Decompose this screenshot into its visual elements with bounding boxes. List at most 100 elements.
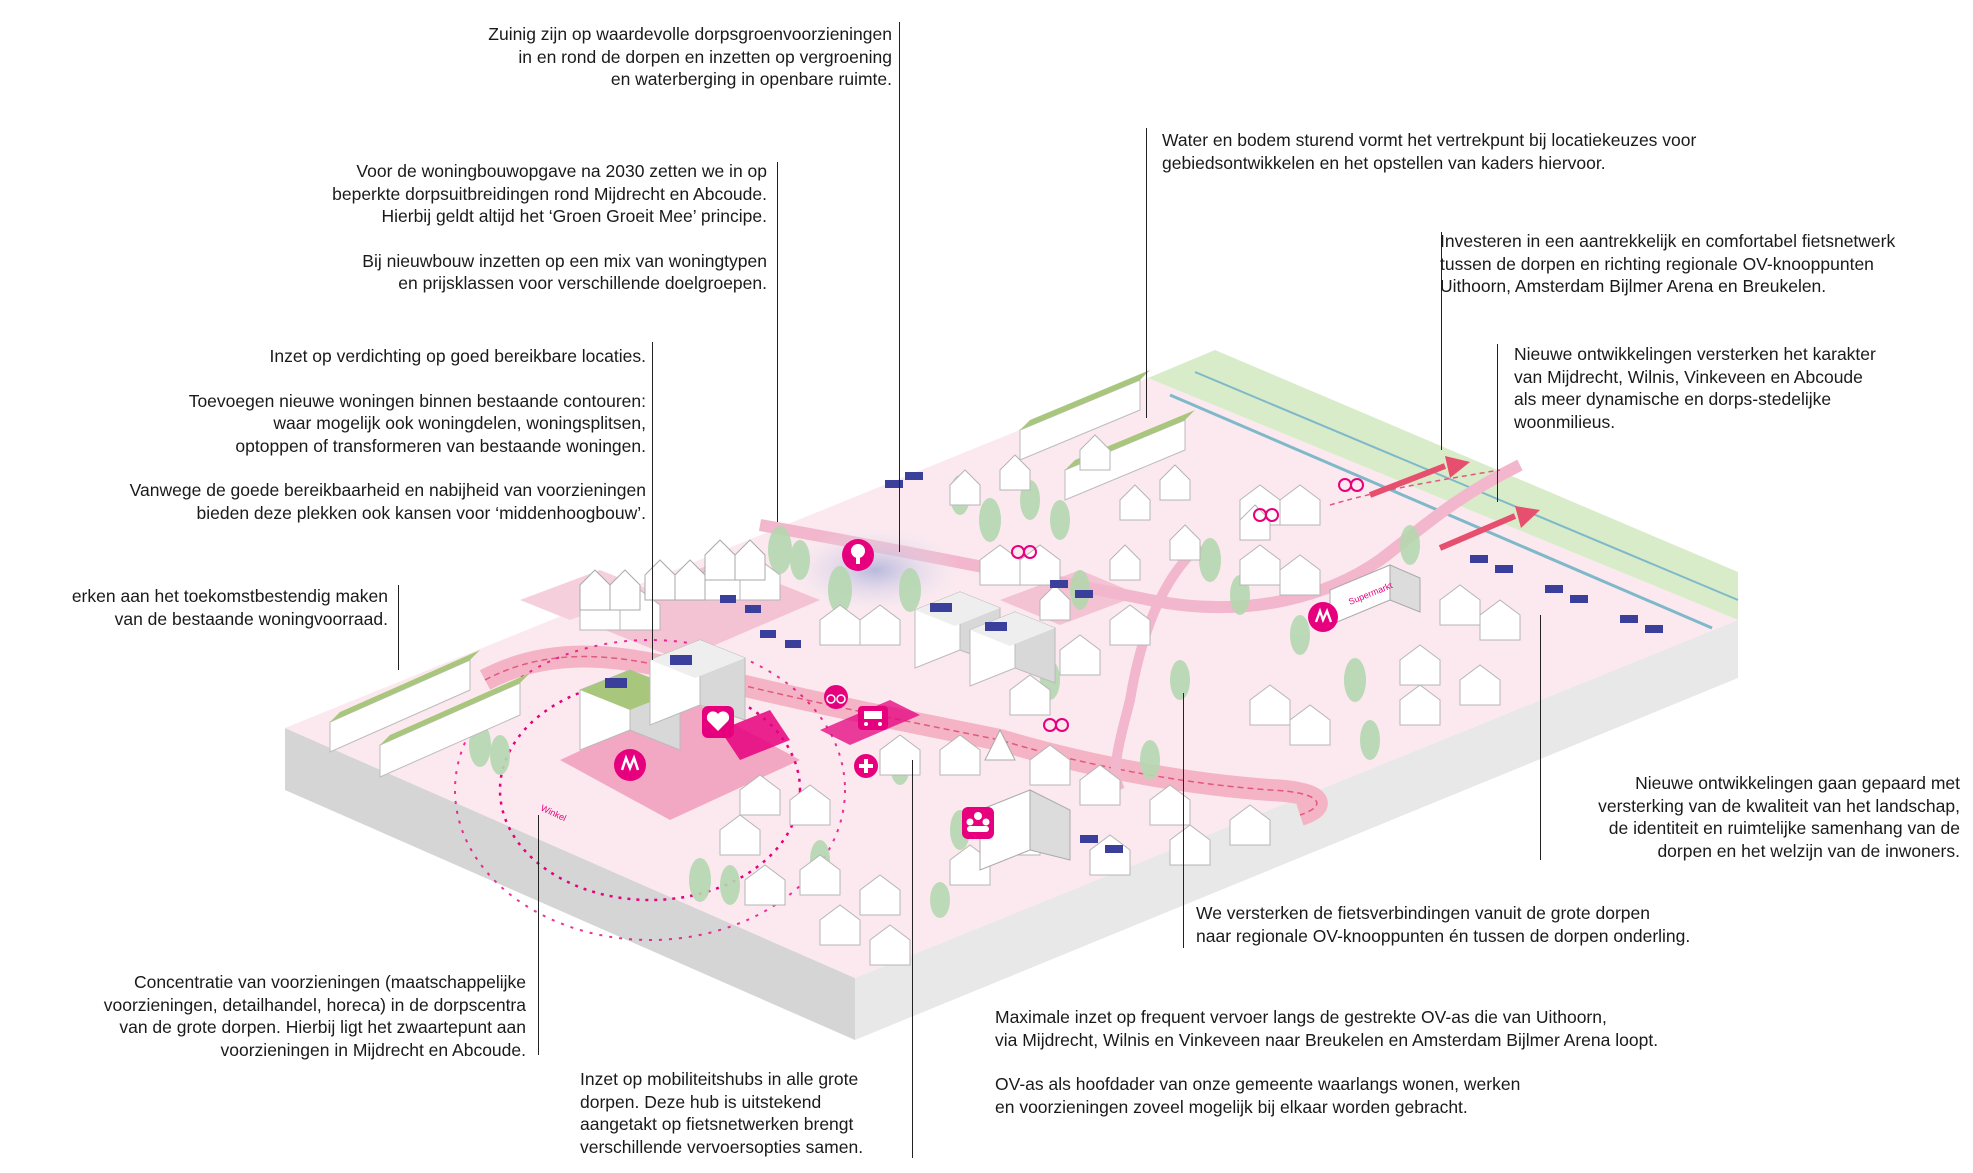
annotation-ov-axis: Maximale inzet op frequent vervoer langs…	[995, 1006, 1658, 1118]
annotation-line: Inzet op mobiliteitshubs in alle grote	[580, 1069, 859, 1089]
building-midrise	[969, 611, 1056, 687]
leader-line	[652, 342, 654, 660]
leader-line	[1183, 693, 1185, 948]
leader-line	[538, 815, 540, 1055]
bike-icon	[1043, 718, 1069, 732]
annotation-future-proof: erken aan het toekomstbestendig maken va…	[72, 585, 388, 630]
annotation-line: woonmilieus.	[1514, 411, 1616, 432]
annotation-line: Uithoorn, Amsterdam Bijlmer Arena en Bre…	[1440, 276, 1827, 297]
annotation-line: Toevoegen nieuwe woningen binnen bestaan…	[188, 390, 646, 411]
annotation-line: We versterken de fietsverbindingen vanui…	[1196, 903, 1650, 923]
leader-line	[1441, 232, 1443, 450]
bike-icon	[1253, 508, 1279, 522]
leader-line	[398, 585, 400, 670]
annotation-densification: Inzet op verdichting op goed bereikbare …	[130, 345, 646, 525]
annotation-line: van Mijdrecht, Wilnis, Vinkeveen en Abco…	[1514, 366, 1863, 387]
annotation-line: via Mijdrecht, Wilnis en Vinkeveen naar …	[995, 1029, 1659, 1050]
annotation-line: voorzieningen, detailhandel, horeca) in …	[103, 994, 526, 1015]
annotation-housing-2030: Voor de woningbouwopgave na 2030 zetten …	[332, 160, 767, 295]
annotation-line: Water en bodem sturend vormt het vertrek…	[1162, 130, 1697, 150]
houses	[579, 434, 1521, 966]
cycle-route	[1329, 469, 1501, 506]
supermarket-building: Supermarkt	[1329, 564, 1421, 626]
bike-icon	[824, 685, 848, 709]
annotation-line: en prijsklassen voor verschillende doelg…	[398, 273, 767, 294]
leader-line	[777, 162, 779, 522]
leader-line	[1497, 344, 1499, 502]
annotation-character: Nieuwe ontwikkelingen versterken het kar…	[1514, 343, 1876, 433]
annotation-line: Investeren in een aantrekkelijk en comfo…	[1440, 231, 1896, 251]
annotation-line: Maximale inzet op frequent vervoer langs…	[995, 1007, 1607, 1027]
people-icon	[962, 807, 994, 839]
annotation-line: OV-as als hoofdader van onze gemeente wa…	[995, 1074, 1521, 1095]
bus-icon	[858, 706, 888, 730]
bike-icon	[1011, 545, 1037, 559]
annotation-line: bieden deze plekken ook kansen voor ‘mid…	[196, 502, 646, 523]
annotation-landscape: Nieuwe ontwikkelingen gaan gepaard met v…	[1598, 772, 1960, 862]
cycle-route	[1110, 541, 1204, 793]
annotation-line: Hierbij geldt altijd het ‘Groen Groeit M…	[381, 206, 767, 227]
heart-icon	[702, 706, 734, 738]
leader-line	[899, 22, 901, 552]
annotation-line: in en rond de dorpen en inzetten op verg…	[518, 46, 892, 67]
slab-side-right	[855, 620, 1738, 1040]
annotation-line: erken aan het toekomstbestendig maken	[71, 586, 388, 606]
annotation-line: Nieuwe ontwikkelingen versterken het kar…	[1514, 344, 1876, 364]
annotation-line: naar regionale OV-knooppunten én tussen …	[1196, 925, 1691, 946]
annotation-line: als meer dynamische en dorps-stedelijke	[1514, 389, 1832, 410]
hands-icon	[614, 749, 646, 781]
annotation-line: Concentratie van voorzieningen (maatscha…	[133, 972, 526, 992]
annotation-line: optoppen of transformeren van bestaande …	[235, 435, 646, 456]
service-radius	[454, 639, 846, 941]
annotation-cycling-strengthen: We versterken de fietsverbindingen vanui…	[1196, 902, 1690, 947]
leader-line	[1146, 128, 1148, 418]
annotation-line: tussen de dorpen en richting regionale O…	[1440, 253, 1874, 274]
annotation-line: waar mogelijk ook woningdelen, woningspl…	[273, 413, 646, 434]
solar-panels	[720, 472, 1663, 853]
leader-line	[1540, 615, 1542, 860]
annotation-line: Bij nieuwbouw inzetten op een mix van wo…	[362, 250, 767, 271]
annotation-line: beperkte dorpsuitbreidingen rond Mijdrec…	[332, 183, 767, 204]
annotation-line: versterking van de kwaliteit van het lan…	[1598, 795, 1960, 816]
annotation-line: en voorzieningen zoveel mogelijk bij elk…	[995, 1096, 1468, 1117]
annotation-green: Zuinig zijn op waardevolle dorpsgroenvoo…	[488, 23, 892, 91]
arrow-icon	[1438, 506, 1540, 551]
annotation-line: voorzieningen in Mijdrecht en Abcoude.	[220, 1039, 526, 1060]
pond	[790, 528, 960, 612]
arrow-icon	[1368, 456, 1470, 498]
tree-icon	[842, 539, 874, 571]
annotation-line: Nieuwe ontwikkelingen gaan gepaard met	[1635, 773, 1960, 793]
annotation-line: Vanwege de goede bereikbaarheid en nabij…	[129, 480, 646, 501]
annotation-line: gebiedsontwikkelen en het opstellen van …	[1162, 152, 1606, 173]
annotation-line: dorpen. Deze hub is uitstekend	[580, 1091, 822, 1112]
annotation-line: dorpen en het welzijn van de inwoners.	[1657, 840, 1960, 861]
annotation-line: Inzet op verdichting op goed bereikbare …	[269, 346, 647, 366]
building-greenroof	[1019, 370, 1150, 461]
annotation-line: Zuinig zijn op waardevolle dorpsgroenvoo…	[488, 24, 892, 44]
meadow-strip	[1148, 350, 1738, 620]
building-greenroof	[329, 650, 480, 753]
annotation-line: Voor de woningbouwopgave na 2030 zetten …	[356, 161, 767, 181]
hands-icon	[1308, 602, 1338, 632]
annotation-line: van de grote dorpen. Hierbij ligt het zw…	[119, 1017, 526, 1038]
building-greenroof	[379, 673, 530, 778]
main-road-line	[484, 655, 1318, 816]
ditch	[1194, 371, 1739, 601]
building-midrise	[649, 639, 746, 726]
slab-top	[285, 378, 1738, 978]
annotation-line: de identiteit en ruimtelijke samenhang v…	[1608, 818, 1960, 839]
annotation-cycling-invest: Investeren in een aantrekkelijk en comfo…	[1440, 230, 1895, 298]
leader-line	[912, 760, 914, 1158]
annotation-water-soil: Water en bodem sturend vormt het vertrek…	[1162, 129, 1696, 174]
annotation-line: van de bestaande woningvoorraad.	[114, 608, 388, 629]
annotation-mobility-hubs: Inzet op mobiliteitshubs in alle grote d…	[580, 1068, 863, 1158]
annotation-line: verschillende vervoersopties samen.	[580, 1136, 864, 1157]
annotation-concentration: Concentratie van voorzieningen (maatscha…	[104, 971, 526, 1061]
gabled-houses	[579, 539, 766, 611]
annotation-line: aangetakt op fietsnetwerken brengt	[580, 1114, 854, 1135]
slab-side-left	[285, 728, 855, 1040]
annotation-line: en waterberging in openbare ruimte.	[610, 69, 892, 90]
plus-icon	[854, 754, 878, 778]
